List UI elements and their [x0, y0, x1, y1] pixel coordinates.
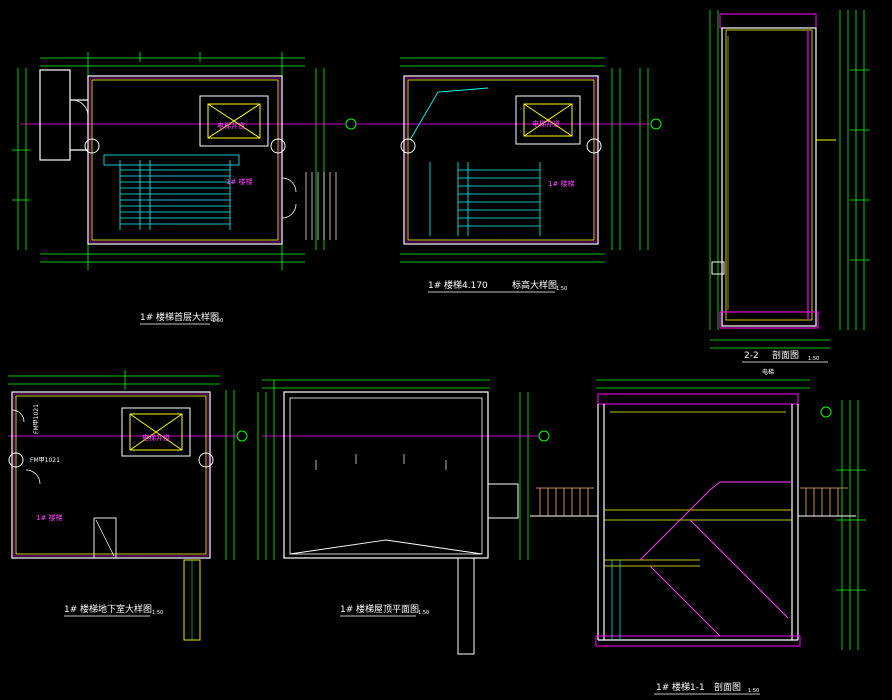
elevator-label-2: 电梯井道 [532, 119, 560, 128]
stair-label-3: 1# 楼梯 [36, 513, 63, 522]
section-11-title: 楼梯1-1 [672, 681, 705, 693]
roof-plan-scale: 1:50 [418, 610, 429, 616]
roof-plan: 1# 楼梯屋顶平面图 1:50 [257, 379, 550, 655]
section-11-scale: 1:50 [748, 688, 759, 694]
level-plan-scale: 1:50 [556, 286, 567, 292]
basement-plan-title: 楼梯地下室大样图 [80, 603, 152, 615]
level-plan-subtitle: 标高大样图 [512, 279, 557, 291]
basement-plan-prefix: 1# [64, 605, 77, 615]
stair-label-1: 1# 楼梯 [226, 177, 253, 186]
roof-plan-prefix: 1# [340, 605, 353, 615]
ground-plan-title: 楼梯首层大样图 [156, 311, 219, 323]
door-code-label-2: FM甲1021 [33, 404, 40, 434]
stair-label-2: 1# 楼梯 [548, 179, 575, 188]
section-11-subtitle: 剖面图 [714, 681, 741, 693]
level-plan: 电梯井道 1# 楼梯 1# 楼梯4.170 标高大样图 1:50 [355, 57, 662, 293]
section-22-subtitle: 剖面图 [772, 349, 799, 361]
level-plan-prefix: 1# [428, 281, 441, 291]
section-22-scale: 1:50 [808, 356, 819, 362]
section-22-title: 2-2 [744, 351, 759, 361]
basement-plan-scale: 1:50 [152, 610, 163, 616]
section-2-2: 2-2 剖面图 1:50 电梯 [709, 10, 870, 376]
elevator-label-3: 电梯井道 [142, 433, 170, 442]
section-11-prefix: 1# [656, 683, 669, 693]
section-1-1: 1# 楼梯1-1 剖面图 1:50 [530, 379, 866, 695]
section-22-note: 电梯 [762, 368, 774, 376]
basement-plan: 电梯井道 1# 楼梯 FM甲1021 FM甲1021 1# 楼梯地下室大样图 1… [8, 370, 248, 641]
ground-plan-prefix: 1# [140, 313, 153, 323]
roof-plan-title: 楼梯屋顶平面图 [356, 603, 419, 615]
level-plan-title: 楼梯4.170 [444, 279, 488, 291]
door-code-label: FM甲1021 [30, 457, 60, 464]
elevator-label-1: 电梯井道 [217, 121, 245, 130]
ground-plan-scale: 1:50 [212, 318, 223, 324]
ground-floor-plan: 电梯井道 1# 楼梯 1# 楼梯首层大样图 1:50 [12, 52, 357, 325]
